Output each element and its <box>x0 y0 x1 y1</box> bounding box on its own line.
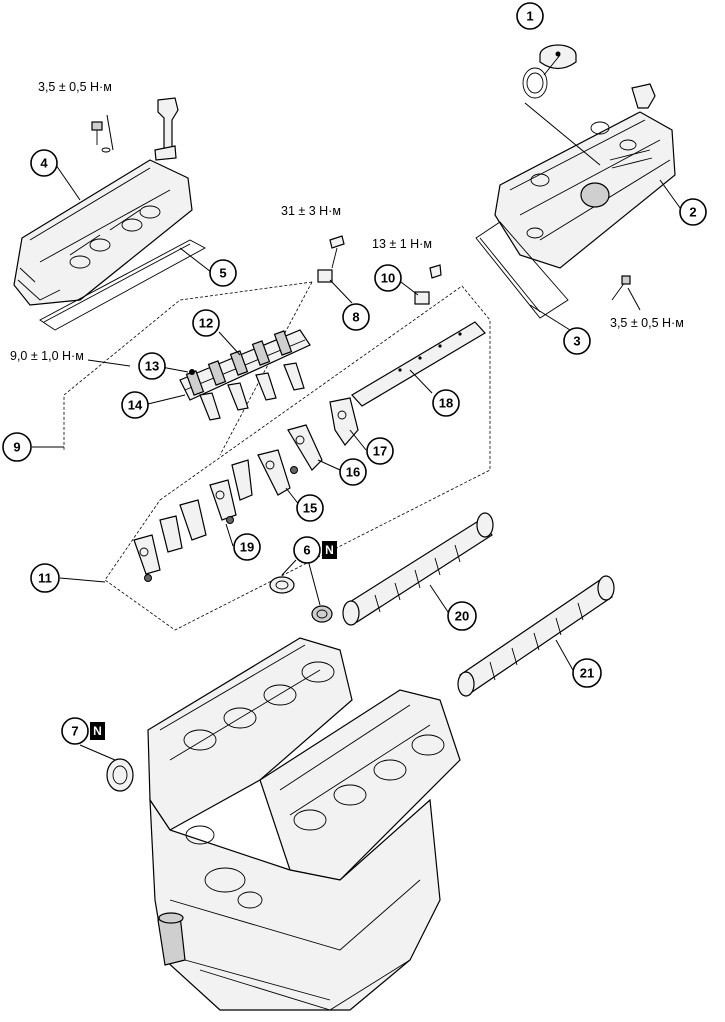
callout-20: 20 <box>447 601 477 631</box>
svg-text:9: 9 <box>13 440 20 455</box>
callout-9: 9 <box>2 432 32 462</box>
torque-bolt-13: 9,0 ± 1,0 Н·м <box>10 349 84 363</box>
torque-right-cover: 3,5 ± 0,5 Н·м <box>610 316 684 330</box>
svg-text:2: 2 <box>689 205 696 220</box>
oil-filler-cap-seal <box>522 67 548 99</box>
callout-6: 6 <box>293 536 321 564</box>
svg-text:11: 11 <box>38 571 52 586</box>
svg-text:7: 7 <box>71 724 78 739</box>
callout-12: 12 <box>192 309 220 337</box>
svg-text:4: 4 <box>40 156 48 171</box>
crankshaft-oil-seal-7 <box>106 758 134 792</box>
rocker-shaft-18 <box>351 321 486 407</box>
torque-bolt-8: 31 ± 3 Н·м <box>281 204 341 218</box>
callout-3: 3 <box>563 327 591 355</box>
callout-5: 5 <box>209 259 237 287</box>
svg-text:20: 20 <box>455 609 469 624</box>
oil-filler-cap <box>539 44 577 70</box>
rocker-arm-16 <box>287 424 323 471</box>
svg-text:3: 3 <box>573 334 580 349</box>
svg-text:1: 1 <box>526 9 533 24</box>
right-pcv-fitting <box>631 83 656 109</box>
svg-text:N: N <box>325 543 334 557</box>
left-cover-bolt <box>91 121 111 153</box>
callout-16: 16 <box>339 458 367 486</box>
left-cover-gasket <box>39 239 206 331</box>
camshaft-oil-seal-6 <box>269 576 333 623</box>
callout-18: 18 <box>432 389 460 417</box>
rocker-shaft-assembly <box>179 329 311 421</box>
camshaft-20 <box>342 512 494 626</box>
left-valve-cover <box>13 159 193 306</box>
callout-11: 11 <box>30 563 60 593</box>
callout-17: 17 <box>366 437 394 465</box>
left-pcv-hose <box>154 97 179 161</box>
svg-text:12: 12 <box>199 316 213 331</box>
rocker-arm-pair-b <box>133 499 207 582</box>
svg-text:14: 14 <box>128 398 143 413</box>
svg-text:10: 10 <box>381 271 395 286</box>
bolt-10 <box>414 264 442 305</box>
callout-21: 21 <box>572 658 602 688</box>
svg-text:18: 18 <box>439 396 453 411</box>
svg-text:N: N <box>93 724 102 738</box>
callout-10: 10 <box>374 264 402 292</box>
svg-text:15: 15 <box>303 501 317 516</box>
rocker-arm-pair-a <box>209 459 253 524</box>
svg-text:19: 19 <box>240 540 254 555</box>
callout-14: 14 <box>121 391 149 419</box>
rocker-arm-15 <box>257 449 298 496</box>
svg-text:6: 6 <box>303 543 310 558</box>
right-valve-cover <box>494 111 676 269</box>
new-part-badge-6: N <box>322 541 337 559</box>
svg-text:5: 5 <box>219 266 226 281</box>
right-cover-bolt <box>611 275 631 301</box>
callout-1: 1 <box>516 2 544 30</box>
torque-bolt-10: 13 ± 1 Н·м <box>372 237 432 251</box>
callout-15: 15 <box>296 494 324 522</box>
callout-8: 8 <box>342 303 370 331</box>
callout-7: 7 <box>61 717 89 745</box>
svg-text:8: 8 <box>352 310 359 325</box>
callout-19: 19 <box>233 533 261 561</box>
callout-2: 2 <box>679 198 707 226</box>
svg-text:17: 17 <box>373 444 387 459</box>
camshaft-21 <box>457 575 615 697</box>
svg-text:21: 21 <box>580 666 594 681</box>
callout-4: 4 <box>30 149 58 177</box>
rocker-arm-17 <box>329 397 359 446</box>
torque-left-cover: 3,5 ± 0,5 Н·м <box>38 80 112 94</box>
engine-block <box>147 637 461 1011</box>
svg-text:16: 16 <box>346 465 360 480</box>
right-cover-gasket <box>475 221 569 319</box>
new-part-badge-7: N <box>90 722 105 740</box>
svg-text:13: 13 <box>145 359 159 374</box>
callout-13: 13 <box>138 352 166 380</box>
bolt-8 <box>317 235 345 283</box>
